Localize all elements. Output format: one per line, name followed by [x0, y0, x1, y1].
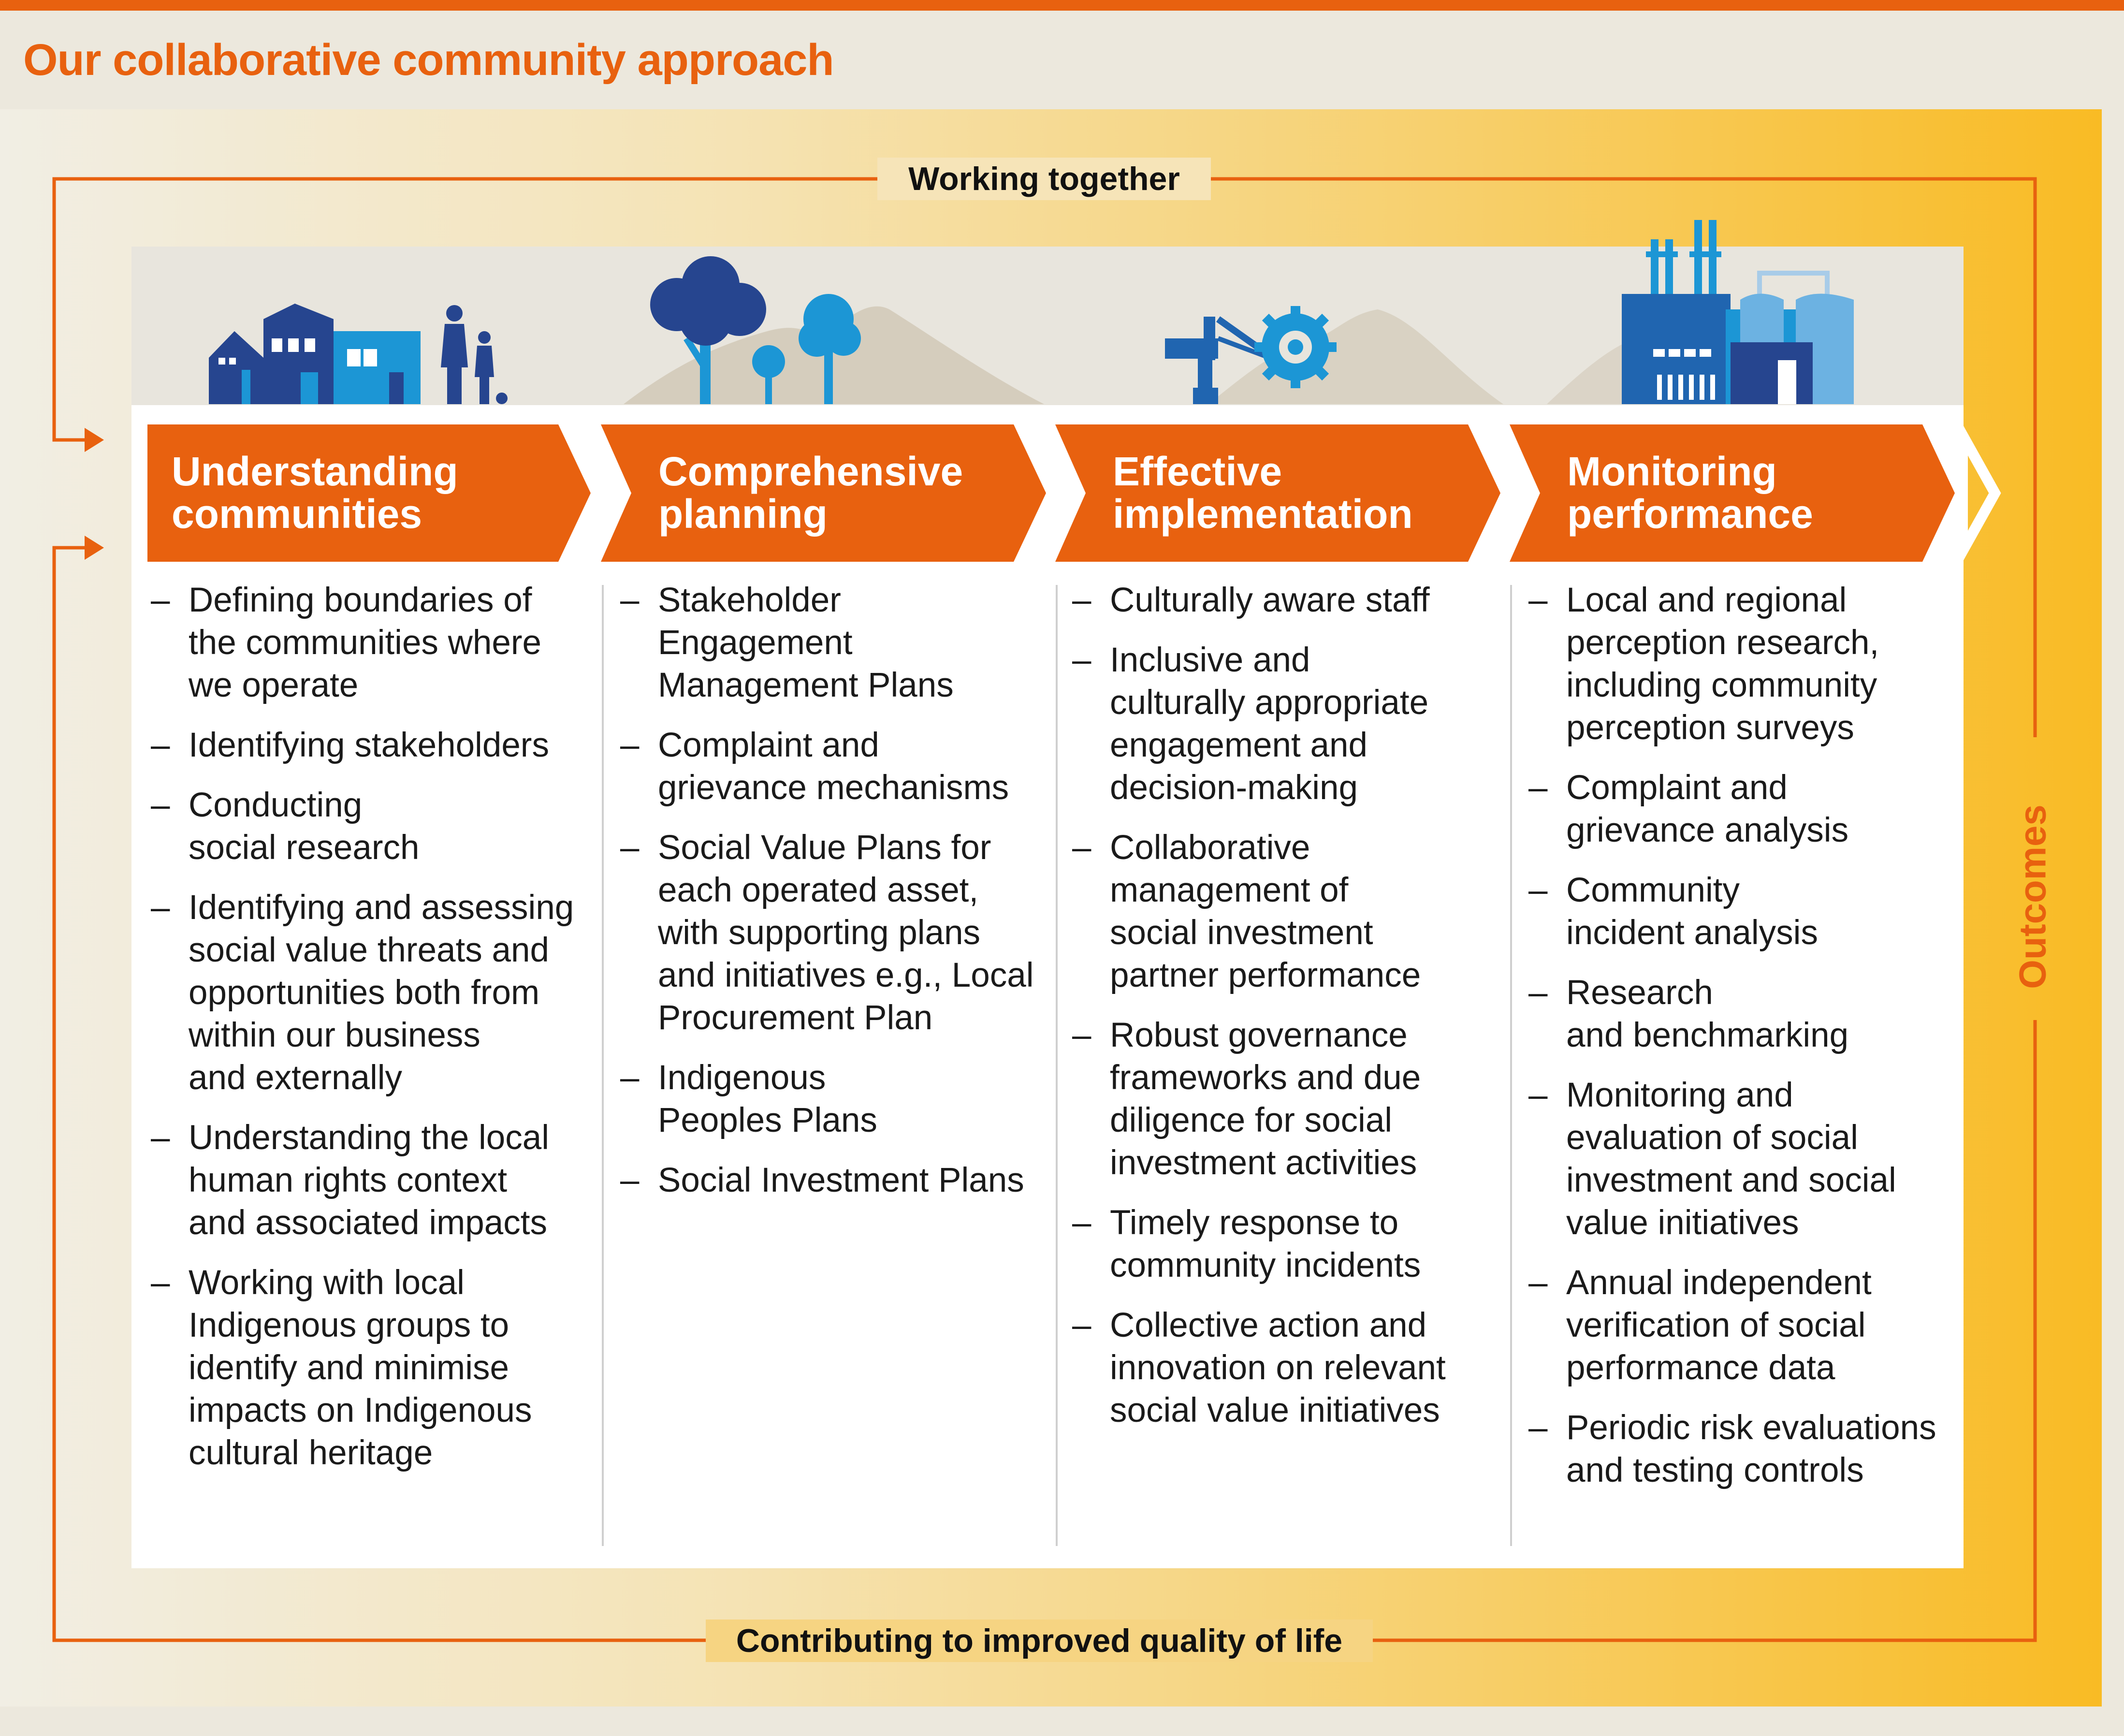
list-item: Social Investment Plans — [620, 1159, 1034, 1202]
chevron-step-4 — [1510, 424, 1955, 562]
mining-machinery-icon — [1165, 306, 1337, 404]
activity-list: Culturally aware staff Inclusive andcult… — [1072, 579, 1446, 1432]
chevron-step-2 — [601, 424, 1046, 562]
list-item: Identifying stakeholders — [151, 724, 574, 767]
chevron-step-3 — [1055, 424, 1500, 562]
top-accent-bar — [0, 0, 2124, 11]
page-title: Our collaborative community approach — [23, 35, 834, 85]
column-implementation: Culturally aware staff Inclusive andcult… — [1072, 579, 1446, 1449]
column-divider — [602, 585, 604, 1546]
top-banner: Working together — [877, 158, 1211, 200]
processing-plant-icon — [1622, 220, 1854, 404]
column-divider — [1510, 585, 1512, 1546]
trees-icon — [650, 256, 861, 404]
column-divider — [1056, 585, 1058, 1546]
step-chevrons — [147, 424, 1955, 562]
chevron-step-1 — [147, 424, 591, 562]
chevron-tail-outline — [1957, 414, 2001, 572]
outcomes-text: Outcomes — [2011, 804, 2054, 989]
bottom-banner: Contributing to improved quality of life — [706, 1619, 1373, 1662]
loop-arrowheads — [85, 428, 104, 560]
list-item: Culturally aware staff — [1072, 579, 1446, 622]
feedback-loop-lines — [52, 177, 2037, 1642]
houses-and-people-icon — [209, 304, 508, 404]
